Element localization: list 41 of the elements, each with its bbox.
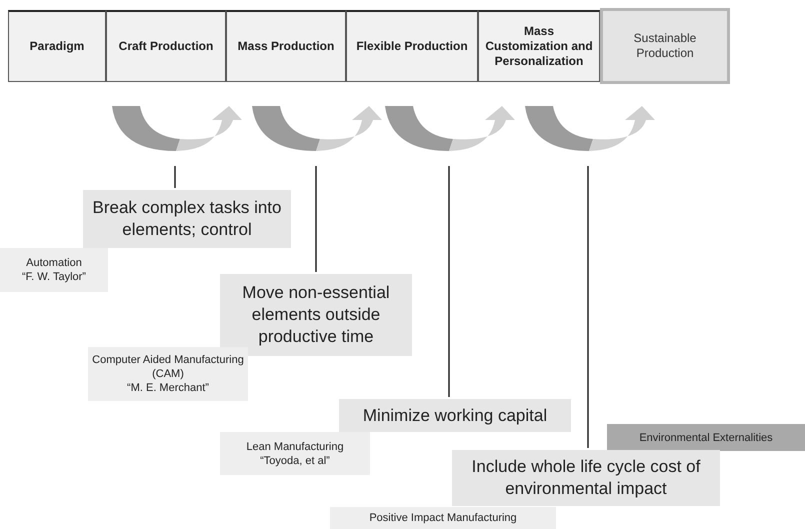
reference-box xyxy=(220,432,370,475)
header-cell xyxy=(226,10,346,82)
highlighted-header-cell xyxy=(600,8,730,84)
connector-line xyxy=(315,166,317,272)
box-text: Automation xyxy=(26,256,82,270)
connector-line xyxy=(587,166,589,448)
step-box xyxy=(339,399,571,432)
box-text: Break complex tasks into elements; control xyxy=(92,197,282,241)
reference-box xyxy=(0,248,108,292)
curved-arrow-icon xyxy=(385,106,515,152)
box-text: Environmental Externalities xyxy=(639,430,773,444)
box-text: “Toyoda, et al” xyxy=(260,454,330,468)
box-text: Move non-essential elements outside productive time xyxy=(241,282,391,348)
box-text: “M. E. Merchant” xyxy=(127,381,209,395)
curved-arrow-icon xyxy=(112,106,242,152)
connector-line xyxy=(174,166,176,188)
connector-line xyxy=(448,166,450,397)
box-text: Mass Production xyxy=(238,39,334,54)
header-cell xyxy=(106,10,226,82)
box-text: Computer Aided Manufacturing (CAM) xyxy=(92,353,244,381)
header-cell xyxy=(478,10,600,82)
externality-box xyxy=(607,424,805,451)
curved-arrow-icon xyxy=(525,106,655,152)
box-text: Flexible Production xyxy=(356,39,468,54)
step-box xyxy=(83,190,291,248)
box-text: Craft Production xyxy=(118,39,214,54)
box-text: Minimize working capital xyxy=(362,404,548,426)
curved-arrow-icon xyxy=(252,106,382,152)
header-cell xyxy=(8,10,106,82)
box-text: Positive Impact Manufacturing xyxy=(369,511,517,525)
box-text: Sustainable Production xyxy=(632,31,698,61)
box-text: “F. W. Taylor” xyxy=(22,270,86,284)
box-text: Include whole life cycle cost of environmental impact xyxy=(470,456,702,500)
reference-box xyxy=(88,347,248,401)
box-text: Lean Manufacturing xyxy=(246,440,344,454)
step-box xyxy=(220,274,412,356)
step-box xyxy=(452,450,720,506)
header-cell xyxy=(346,10,478,82)
reference-box xyxy=(330,507,556,529)
box-text: Mass Customization and Personalization xyxy=(484,24,594,69)
box-text: Paradigm xyxy=(30,39,84,54)
